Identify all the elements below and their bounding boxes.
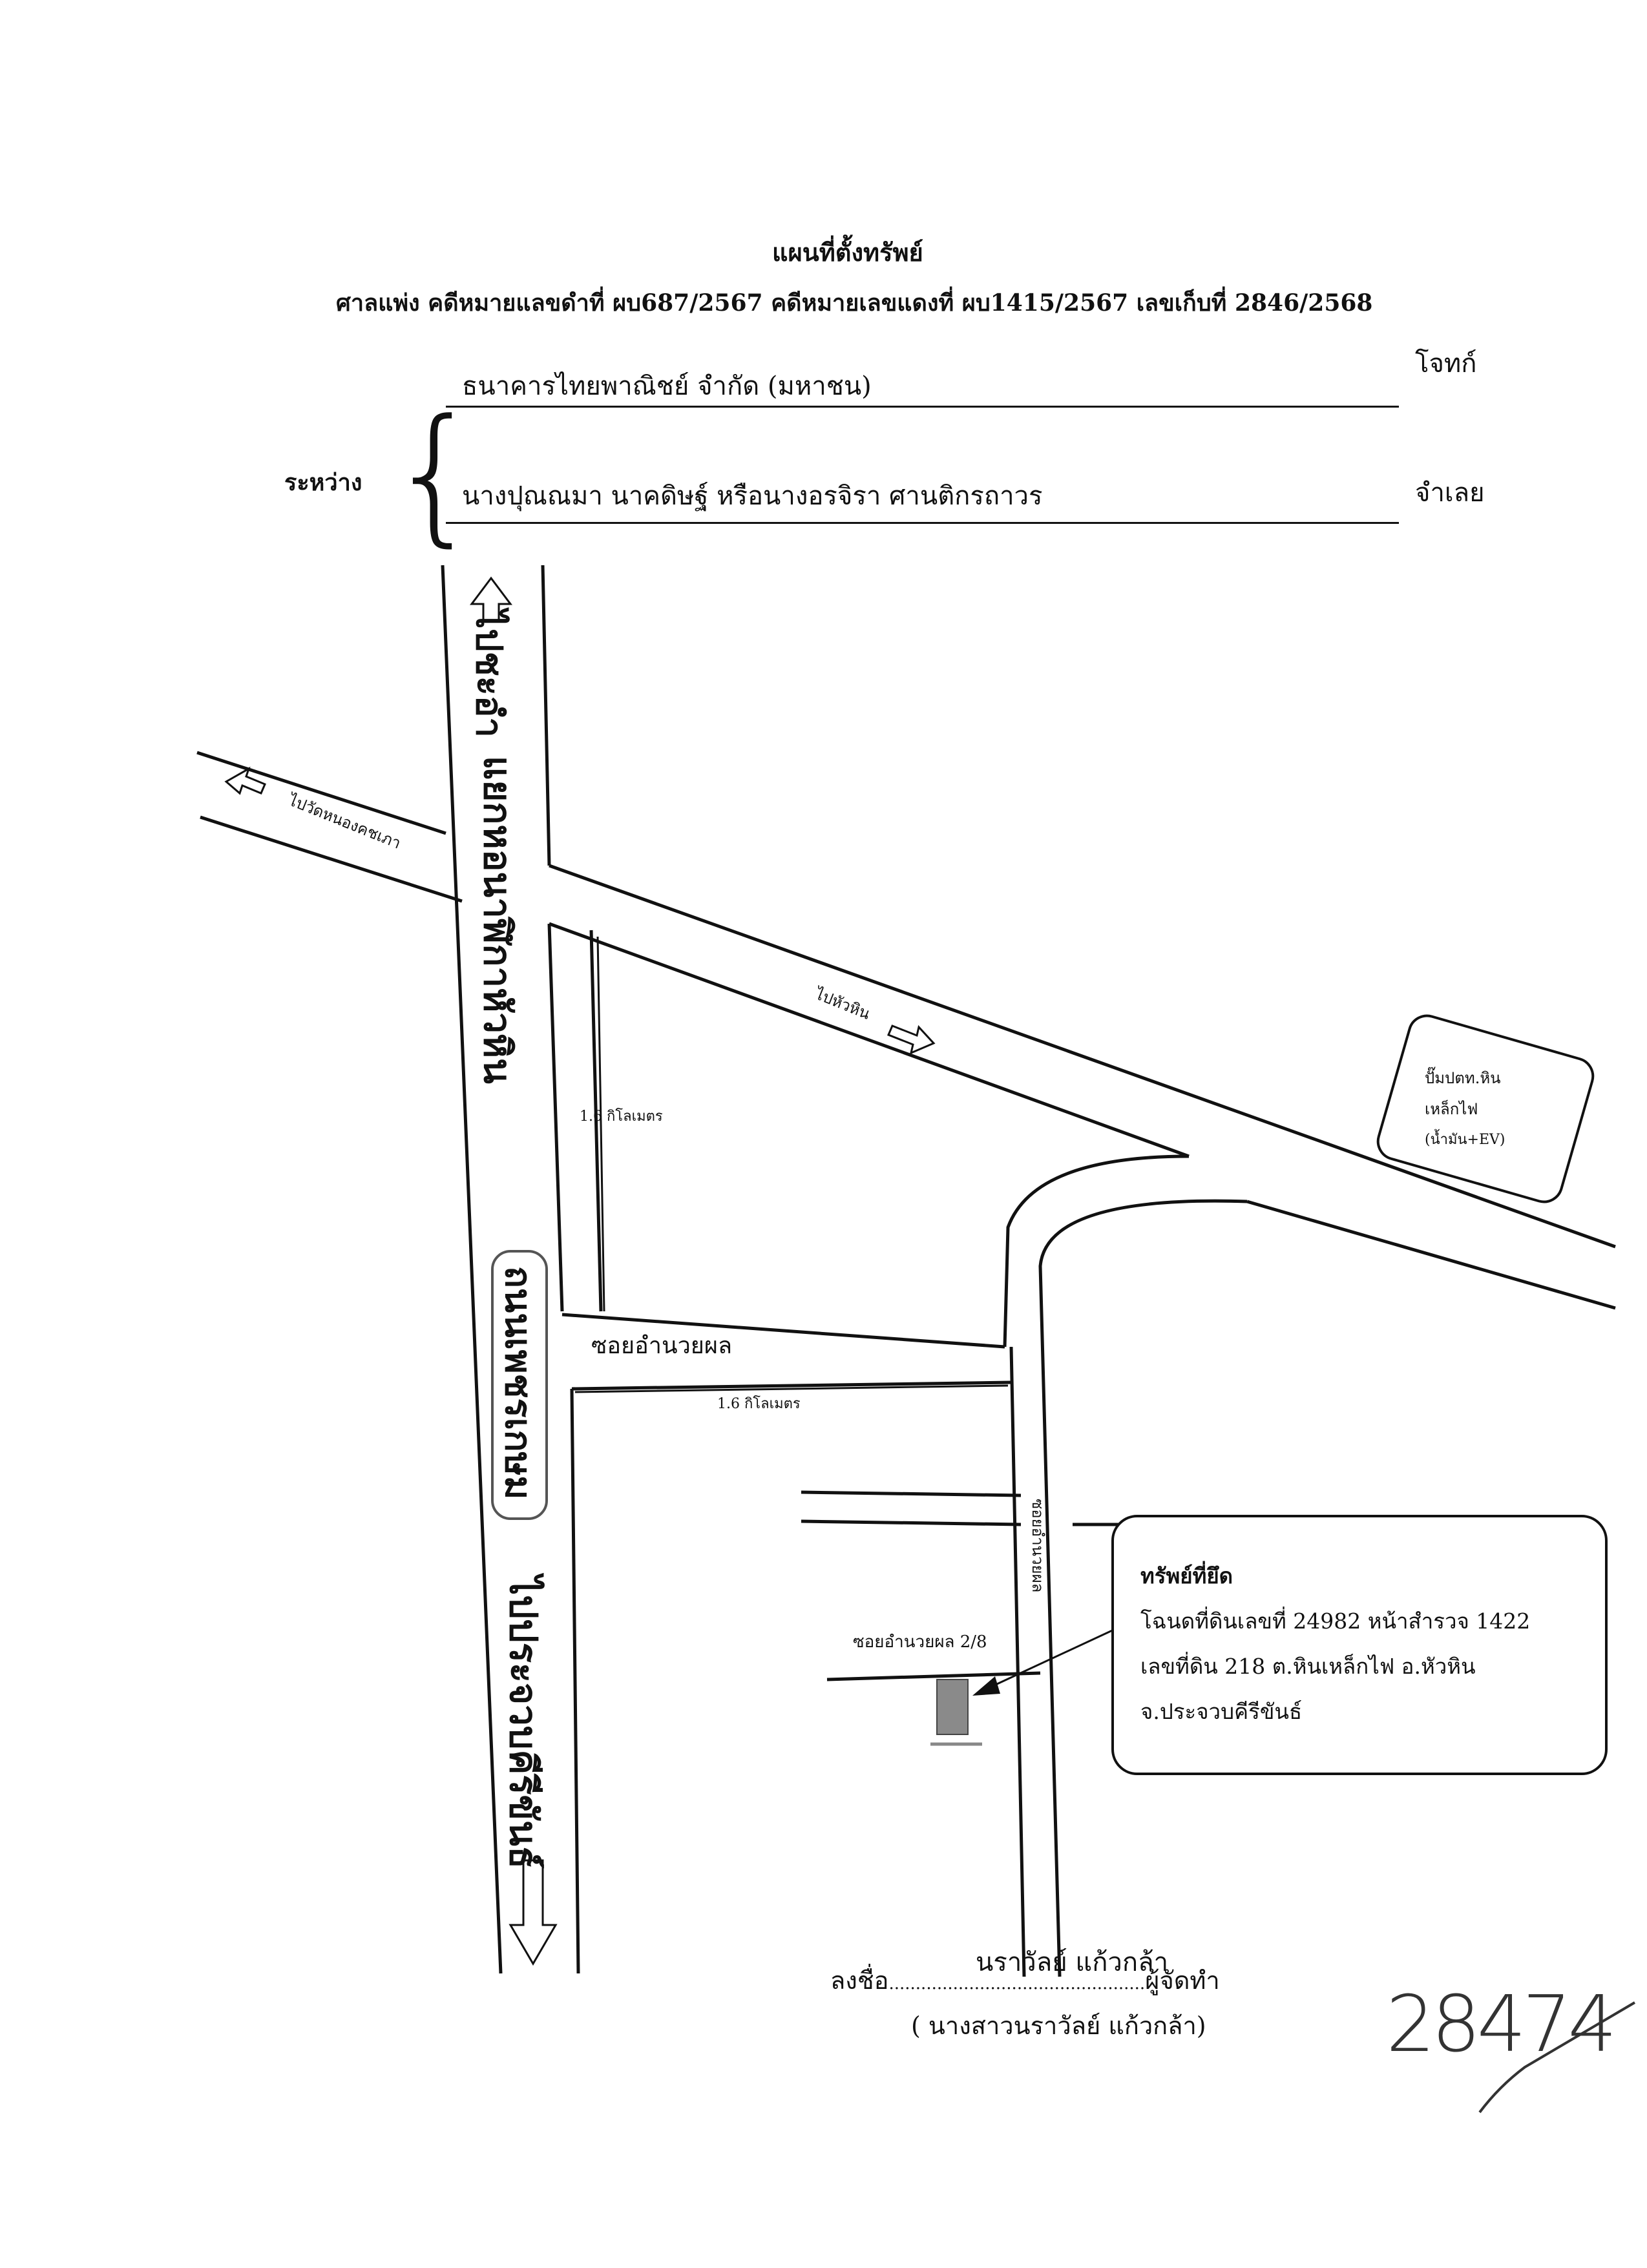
signature-line: ลงชื่อ..................................…	[830, 1961, 1220, 2000]
property-location-line: เลขที่ดิน 218 ต.หินเหล็กไฟ อ.หัวหิน	[1140, 1654, 1476, 1679]
case-number-line: ศาลแพ่ง คดีหมายแลขดำที่ ผบ687/2567 คดีหม…	[336, 289, 1373, 317]
signer-role: ผู้จัดทำ	[1145, 1966, 1220, 1995]
property-parcel	[936, 1679, 969, 1735]
between-label: ระหว่าง	[284, 469, 362, 496]
main-road-name-svg: ถนนเพชรเกษม	[497, 1266, 540, 1499]
plaintiff-underline	[446, 406, 1399, 408]
soi-amnuayphon-horizontal-top	[561, 1313, 1005, 1349]
gas-station-text: ปั๊มปตท.หิน เหล็กไฟ (น้ำมัน+EV)	[1425, 1063, 1505, 1156]
side-soi-mid	[801, 1519, 1022, 1526]
side-soi-top	[801, 1490, 1022, 1497]
property-deed-line: โฉนดที่ดินเลขที่ 24982 หน้าสำรวจ 1422	[1140, 1608, 1531, 1634]
defendant-name: นางปุณณมา นาคดิษฐ์ หรือนางอรจิรา ศานติกร…	[462, 481, 1043, 511]
property-province-line: จ.ประจวบคีรีขันธ์	[1140, 1699, 1303, 1724]
distance-1-label: 1.6 กิโลเมตร	[580, 1108, 663, 1125]
soi-2-8-lower	[826, 1671, 1041, 1681]
diagonal-road-lower-right-a	[549, 922, 1190, 1158]
distance-marker-vertical	[596, 936, 605, 1312]
tower-junction-label: แยกหอนาฬิกาหัวหิน	[476, 756, 519, 1084]
diagonal-road-lower-left	[200, 815, 463, 903]
diagonal-road-upper-left	[196, 751, 446, 835]
gas-station-line1: ปั๊มปตท.หิน	[1425, 1069, 1501, 1087]
property-text: ทรัพย์ที่ยึด โฉนดที่ดินเลขที่ 24982 หน้า…	[1140, 1554, 1530, 1734]
soi-amnuayphon-horizontal-bottom	[571, 1380, 1012, 1391]
arrow-up-icon	[470, 576, 512, 621]
soi-amnuayphon-inner	[1009, 1346, 1026, 1977]
arrow-right-icon	[887, 1025, 936, 1055]
margin-stroke	[1478, 2001, 1636, 2114]
soi-amnuayphon-label: ซอยอำนวยผล	[591, 1333, 732, 1359]
defendant-role: จำเลย	[1415, 478, 1485, 508]
main-road-name: ถนนเพชรเกษม	[497, 1266, 540, 1499]
handwritten-signature: นราวัลย์ แก้วกล้า	[976, 1948, 1169, 1977]
brace-icon: {	[388, 388, 483, 561]
diagonal-road-upper-right	[549, 864, 1616, 1249]
printed-signer-name: ( นางสาวนราวัลย์ แก้วกล้า)	[911, 2012, 1206, 2040]
signature-dots: ........................................…	[888, 1974, 1146, 1993]
inner-road	[589, 930, 603, 1312]
defendant-underline	[446, 522, 1399, 524]
gas-station-line3: (น้ำมัน+EV)	[1425, 1132, 1505, 1148]
page-title: แผนที่ตั้งทรัพย์	[772, 238, 923, 267]
main-road-right-edge-lower	[570, 1388, 580, 1974]
margin-handwritten-number: 28474	[1386, 1980, 1617, 2070]
distance-2-label: 1.6 กิโลเมตร	[717, 1395, 801, 1412]
main-road-name-badge	[491, 1250, 548, 1520]
main-road-left-edge	[441, 565, 503, 1974]
soi-amnuayphon-right-edge	[1038, 1199, 1248, 1977]
plaintiff-role: โจทก์	[1415, 349, 1477, 379]
main-road-right-edge-upper	[541, 565, 551, 866]
gas-station-line2: เหล็กไฟ	[1425, 1100, 1478, 1118]
plaintiff-name: ธนาคารไทยพาณิชย์ จำกัด (มหาชน)	[462, 371, 872, 401]
main-road-right-edge-mid	[547, 923, 564, 1312]
soi-amnuayphon-vertical-label: ซอยอำนวยผล	[1029, 1499, 1047, 1592]
property-callout	[1111, 1515, 1608, 1775]
to-cha-am-label: ไปชะอำ	[468, 607, 510, 738]
sign-label: ลงชื่อ	[830, 1966, 889, 1995]
to-hua-hin-label: ไปหัวหิน	[812, 984, 873, 1023]
soi-2-8-label: ซอยอำนวยผล 2/8	[853, 1632, 987, 1652]
arrow-upleft-icon	[224, 766, 266, 795]
property-pointer-line	[978, 1627, 1118, 1694]
diagonal-road-lower-right-b	[1246, 1200, 1616, 1310]
property-pointer-arrowhead-icon	[972, 1676, 1000, 1696]
property-heading: ทรัพย์ที่ยึด	[1140, 1563, 1233, 1588]
to-prachuap-label: ไปประจวบคีรีขันธ์	[501, 1572, 545, 1869]
arrow-down-icon	[509, 1859, 558, 1966]
distance-marker-horizontal	[574, 1384, 1009, 1393]
soi-amnuayphon-upper-edge	[1003, 1154, 1190, 1347]
